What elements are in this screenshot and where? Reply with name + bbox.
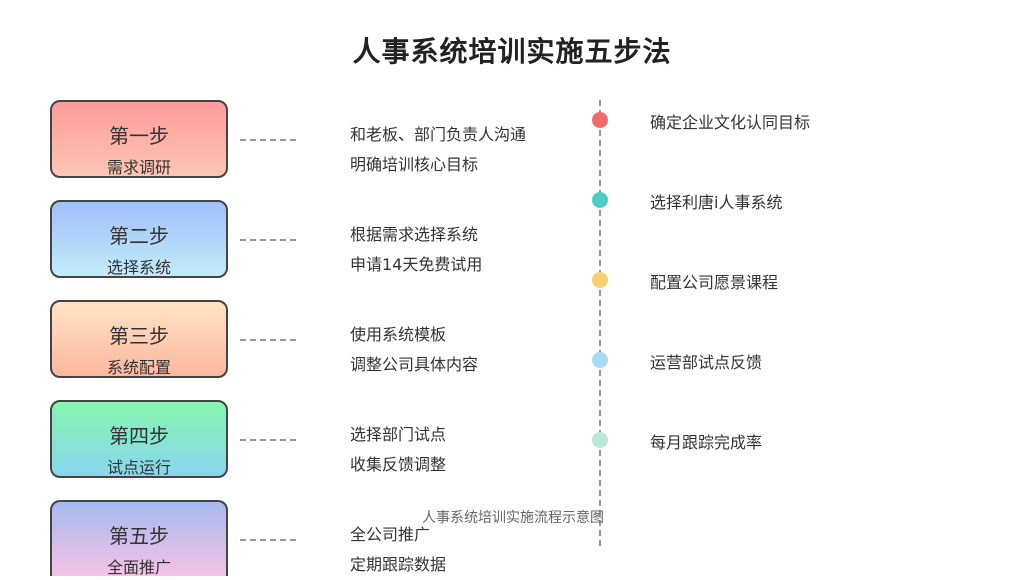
- step-description-1: 和老板、部门负责人沟通 明确培训核心目标: [350, 120, 526, 180]
- step-name: 需求调研: [106, 158, 171, 177]
- timeline-dot: [592, 112, 608, 128]
- description-line: 调整公司具体内容: [350, 355, 479, 374]
- step-box-1: 第一步 需求调研: [50, 100, 228, 178]
- step-description-3: 使用系统模板 调整公司具体内容: [350, 320, 478, 380]
- description-line: 根据需求选择系统: [350, 225, 479, 244]
- timeline-dot: [592, 352, 608, 368]
- goal-label-1: 确定企业文化认同目标: [650, 113, 811, 132]
- step-description-4: 选择部门试点 收集反馈调整: [350, 420, 446, 480]
- description-line: 定期跟踪数据: [350, 555, 447, 574]
- description-line: 和老板、部门负责人沟通: [350, 125, 527, 144]
- step-box-4: 第四步 试点运行: [50, 400, 228, 478]
- step-number: 第二步: [109, 224, 169, 248]
- connector-line: [240, 239, 296, 241]
- step-box-3: 第三步 系统配置: [50, 300, 228, 378]
- connector-line: [240, 139, 296, 141]
- timeline-dot: [592, 272, 608, 288]
- goal-label-2: 选择利唐i人事系统: [650, 193, 783, 212]
- goal-label-3: 配置公司愿景课程: [650, 273, 779, 292]
- goal-label-5: 每月跟踪完成率: [650, 433, 763, 452]
- step-box-5: 第五步 全面推广: [50, 500, 228, 577]
- connector-line: [240, 339, 296, 341]
- step-box-2: 第二步 选择系统: [50, 200, 228, 278]
- timeline-line: [599, 100, 601, 546]
- step-number: 第一步: [109, 124, 169, 148]
- step-name: 试点运行: [106, 458, 171, 477]
- step-number: 第四步: [109, 424, 169, 448]
- description-line: 选择部门试点: [350, 425, 447, 444]
- description-line: 全公司推广: [350, 525, 431, 544]
- goal-label-4: 运营部试点反馈: [650, 353, 763, 372]
- description-line: 申请14天免费试用: [350, 255, 483, 274]
- connector-line: [240, 539, 296, 541]
- diagram-title: 人事系统培训实施五步法: [352, 35, 672, 68]
- step-description-2: 根据需求选择系统 申请14天免费试用: [350, 220, 482, 280]
- step-name: 系统配置: [106, 358, 171, 377]
- connector-line: [240, 439, 296, 441]
- timeline-dot: [592, 432, 608, 448]
- step-description-5: 全公司推广 定期跟踪数据: [350, 520, 446, 580]
- diagram-caption: 人事系统培训实施流程示意图: [422, 510, 604, 526]
- step-name: 全面推广: [106, 558, 171, 577]
- timeline-dot: [592, 192, 608, 208]
- step-name: 选择系统: [106, 258, 171, 277]
- description-line: 收集反馈调整: [350, 455, 447, 474]
- step-number: 第三步: [109, 324, 169, 348]
- description-line: 明确培训核心目标: [350, 155, 479, 174]
- step-number: 第五步: [109, 524, 169, 548]
- description-line: 使用系统模板: [350, 325, 447, 344]
